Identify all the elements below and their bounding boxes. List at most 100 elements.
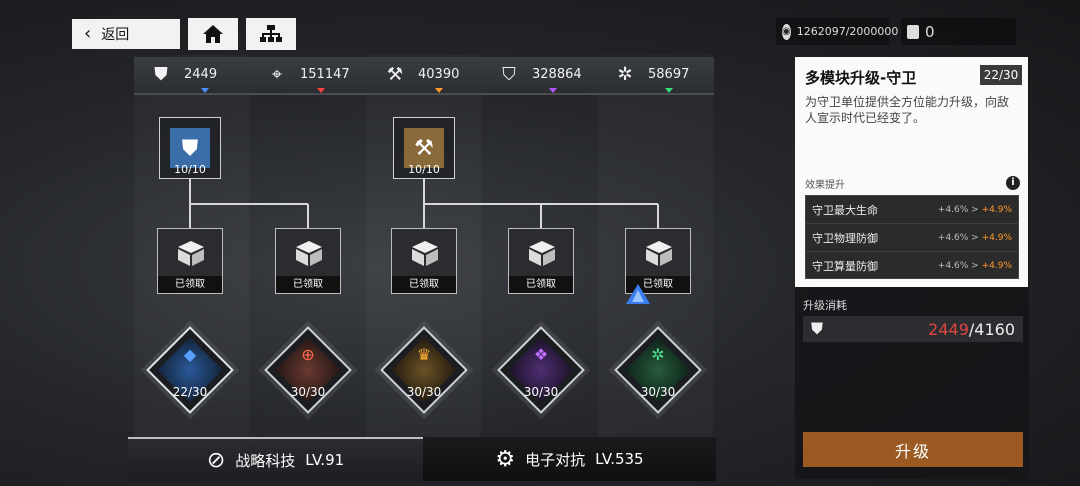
effect-row: 守卫最大生命 +4.6% > +4.9% <box>806 196 1018 224</box>
reward-box[interactable]: 已领取 <box>508 228 574 294</box>
resource-value: 58697 <box>648 66 690 82</box>
box-icon <box>646 241 672 266</box>
module-node-target[interactable]: ⊕ 30/30 <box>263 325 353 415</box>
tab-label: 战略科技 <box>235 451 296 470</box>
down-triangle-icon <box>201 88 209 93</box>
guard-resource-icon: ⛊ <box>154 63 168 85</box>
box-icon <box>412 241 438 266</box>
effect-row: 守卫算量防御 +4.6% > +4.9% <box>806 252 1018 280</box>
info-card: 多模块升级-守卫 22/30 为守卫单位提供全方位能力升级，向敌人宣示时代已经变… <box>795 57 1028 287</box>
module-node-hammer[interactable]: ♛ 30/30 <box>379 325 469 415</box>
coin-currency[interactable]: ◉ 1262097/2000000 <box>776 18 898 45</box>
hammer-module-icon: ♛ <box>416 345 432 364</box>
reward-claimed-label: 已领取 <box>626 276 690 293</box>
module-level: 30/30 <box>640 385 676 399</box>
resource-target[interactable]: ⌖ 151147 <box>262 57 350 93</box>
box-icon <box>296 241 322 266</box>
node-count: 10/10 <box>174 163 206 176</box>
effect-value: +4.6% > +4.9% <box>937 261 1012 271</box>
effect-list: 守卫最大生命 +4.6% > +4.9% 守卫物理防御 +4.6% > +4.9… <box>805 195 1019 279</box>
hammer-tech-icon: ⚒ <box>404 128 444 168</box>
target-module-icon: ⊕ <box>301 345 315 364</box>
pointer-triangle-icon <box>626 284 650 304</box>
effect-row: 守卫物理防御 +4.6% > +4.9% <box>806 224 1018 252</box>
tab-strategic-tech[interactable]: ⊘ 战略科技 LV.91 <box>128 437 423 481</box>
tree-icon <box>260 25 282 42</box>
reward-box[interactable]: 已领取 <box>157 228 223 294</box>
resource-guard[interactable]: ⛊ 2449 <box>146 57 218 93</box>
cost-amount: 2449/4160 <box>928 319 1015 339</box>
resource-value: 328864 <box>532 66 582 82</box>
cost-header: 升级消耗 <box>803 299 847 312</box>
reward-claimed-label: 已领取 <box>509 276 573 293</box>
info-title: 多模块升级-守卫 <box>805 69 917 87</box>
info-icon[interactable]: i <box>1006 176 1020 190</box>
reward-claimed-label: 已领取 <box>276 276 340 293</box>
effect-name: 守卫物理防御 <box>812 231 878 245</box>
effect-value: +4.6% > +4.9% <box>937 204 1012 215</box>
resource-bar: ⛊ 2449 ⌖ 151147 ⚒ 40390 ⛉ 328864 ✲ 58697 <box>134 57 714 95</box>
shield-module-icon: ❖ <box>533 345 549 364</box>
guard-tech-icon: ⛊ <box>170 128 210 168</box>
reward-claimed-label: 已领取 <box>392 276 456 293</box>
reward-box[interactable]: 已领取 <box>275 228 341 294</box>
resource-value: 40390 <box>418 66 460 82</box>
resource-shield[interactable]: ⛉ 328864 <box>494 57 582 93</box>
spark-module-icon: ✲ <box>651 345 665 364</box>
box-icon <box>529 241 555 266</box>
guard-module-icon: ◆ <box>183 345 197 364</box>
coin-value: 1262097/2000000 <box>796 25 899 38</box>
home-button[interactable] <box>188 18 238 50</box>
down-triangle-icon <box>665 88 673 93</box>
upgrade-button[interactable]: 升级 <box>803 432 1023 467</box>
resource-hammer[interactable]: ⚒ 40390 <box>380 57 460 93</box>
box-icon <box>178 241 204 266</box>
node-count: 10/10 <box>408 163 440 176</box>
shield-resource-icon: ⛉ <box>502 63 516 85</box>
card-icon <box>907 24 919 39</box>
compass-icon: ⊘ <box>206 447 226 473</box>
effect-header: 效果提升 <box>805 180 845 191</box>
module-node-spark[interactable]: ✲ 30/30 <box>613 325 703 415</box>
module-level: 30/30 <box>290 385 326 399</box>
tab-label: 电子对抗 <box>525 450 586 469</box>
reward-box[interactable]: 已领取 <box>625 228 691 294</box>
resource-spark[interactable]: ✲ 58697 <box>610 57 690 93</box>
info-description: 为守卫单位提供全方位能力升级，向敌人宣示时代已经变了。 <box>805 95 1010 125</box>
tab-electronic-warfare[interactable]: ⚙ 电子对抗 LV.535 <box>423 437 716 481</box>
gear-icon: ⚙ <box>495 446 516 472</box>
cost-box: ⛊ 2449/4160 <box>803 316 1023 342</box>
down-triangle-icon <box>549 88 557 93</box>
chevron-left-icon: ‹ <box>84 23 92 44</box>
module-node-guard[interactable]: ◆ 22/30 <box>145 325 235 415</box>
module-level: 22/30 <box>172 385 208 399</box>
module-level: 30/30 <box>406 385 442 399</box>
effect-name: 守卫最大生命 <box>812 203 878 217</box>
coin-icon: ◉ <box>782 23 791 40</box>
level-badge: 22/30 <box>980 65 1022 85</box>
tab-level: LV.535 <box>595 450 644 468</box>
down-triangle-icon <box>435 88 443 93</box>
card-currency[interactable]: 0 <box>901 18 1016 45</box>
tech-node-guard[interactable]: ⛊ 10/10 <box>159 117 221 179</box>
tech-node-hammer[interactable]: ⚒ 10/10 <box>393 117 455 179</box>
resource-value: 2449 <box>184 66 218 82</box>
home-icon <box>203 25 223 43</box>
hammer-resource-icon: ⚒ <box>386 63 404 85</box>
module-level: 30/30 <box>523 385 559 399</box>
effect-name: 守卫算量防御 <box>812 260 878 273</box>
back-label: 返回 <box>101 27 130 43</box>
effect-value: +4.6% > +4.9% <box>937 232 1012 243</box>
tab-level: LV.91 <box>305 451 345 469</box>
back-button[interactable]: ‹ 返回 <box>72 19 180 49</box>
resource-value: 151147 <box>300 66 350 82</box>
tree-view-button[interactable] <box>246 18 296 50</box>
target-resource-icon: ⌖ <box>271 63 283 85</box>
reward-box[interactable]: 已领取 <box>391 228 457 294</box>
reward-claimed-label: 已领取 <box>158 276 222 293</box>
spark-resource-icon: ✲ <box>617 63 633 85</box>
module-node-shield[interactable]: ❖ 30/30 <box>496 325 586 415</box>
card-value: 0 <box>925 22 935 41</box>
guard-resource-icon: ⛊ <box>811 319 824 338</box>
